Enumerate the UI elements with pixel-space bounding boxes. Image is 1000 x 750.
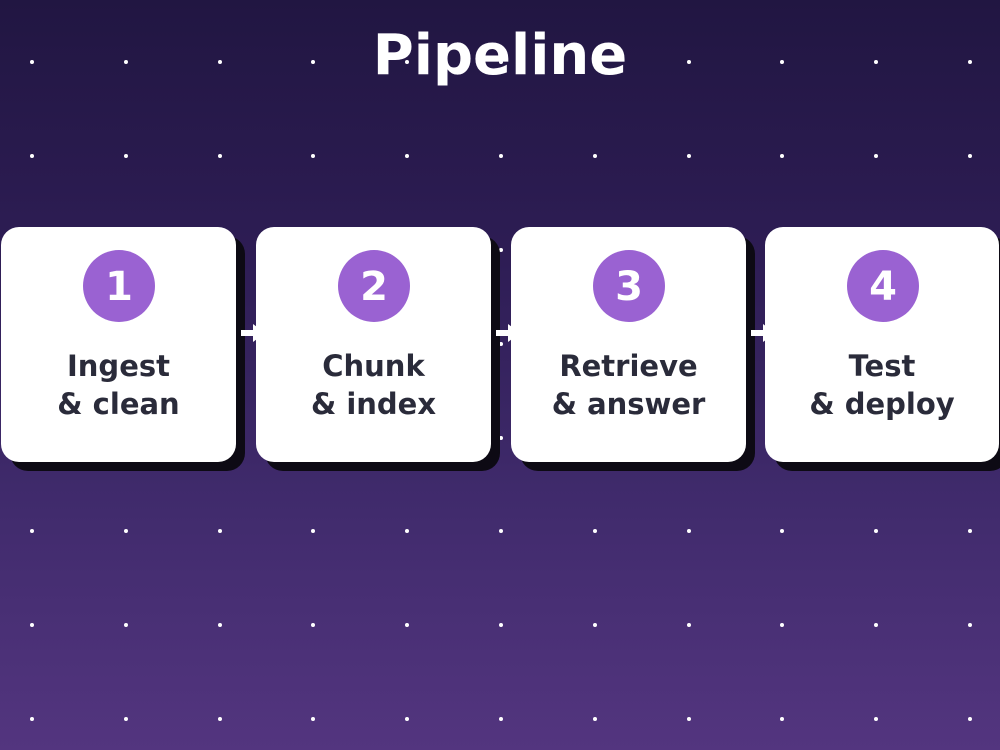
background-dot — [218, 154, 222, 158]
step-label-line1: Chunk — [322, 349, 425, 383]
background-dot — [593, 623, 597, 627]
background-dot — [405, 154, 409, 158]
background-dot — [687, 717, 691, 721]
step-label: Ingest & clean — [1, 347, 236, 423]
background-dot — [593, 154, 597, 158]
page-title: Pipeline — [372, 23, 628, 88]
background-dot — [124, 154, 128, 158]
step-label-line2: & index — [310, 387, 437, 421]
background-dot — [968, 717, 972, 721]
step-card-1: 1 Ingest & clean — [1, 227, 236, 462]
step-number-badge: 3 — [593, 250, 665, 322]
background-dot — [874, 529, 878, 533]
background-dot — [968, 529, 972, 533]
background-dot — [30, 529, 34, 533]
background-dot — [780, 529, 784, 533]
background-dot — [968, 154, 972, 158]
background-dot — [311, 717, 315, 721]
step-card-3: 3 Retrieve & answer — [511, 227, 746, 462]
background-dot — [499, 529, 503, 533]
step-number-badge: 1 — [83, 250, 155, 322]
step-label-line1: Ingest — [67, 349, 170, 383]
step-number-badge: 4 — [847, 250, 919, 322]
background-dot — [124, 717, 128, 721]
background-dot — [311, 623, 315, 627]
step-label: Chunk & index — [256, 347, 491, 423]
step-card-4: 4 Test & deploy — [765, 227, 999, 462]
background-dot — [311, 529, 315, 533]
background-dot — [405, 717, 409, 721]
step-number-badge: 2 — [338, 250, 410, 322]
step-label-line2: & clean — [57, 387, 180, 421]
step-label: Test & deploy — [765, 347, 999, 423]
step-label-line2: & deploy — [809, 387, 955, 421]
background-dot — [124, 529, 128, 533]
step-label: Retrieve & answer — [511, 347, 746, 423]
step-card-2: 2 Chunk & index — [256, 227, 491, 462]
background-dot — [30, 717, 34, 721]
background-dot — [593, 717, 597, 721]
background-dot — [218, 717, 222, 721]
background-dot — [593, 529, 597, 533]
background-dot — [311, 154, 315, 158]
background-dot — [780, 154, 784, 158]
background-dot — [687, 529, 691, 533]
background-dot — [499, 623, 503, 627]
background-dot — [874, 717, 878, 721]
background-dot — [780, 623, 784, 627]
background-dot — [499, 717, 503, 721]
background-dot — [874, 623, 878, 627]
background-dot — [687, 154, 691, 158]
background-dot — [405, 529, 409, 533]
background-dot — [968, 623, 972, 627]
background-dot — [780, 717, 784, 721]
background-dot — [124, 623, 128, 627]
background-dot — [405, 623, 409, 627]
background-dot — [874, 154, 878, 158]
background-dot — [30, 623, 34, 627]
step-label-line1: Retrieve — [559, 349, 698, 383]
step-label-line1: Test — [848, 349, 916, 383]
background-dot — [30, 154, 34, 158]
background-dot — [218, 623, 222, 627]
background-dot — [499, 154, 503, 158]
background-dot — [687, 623, 691, 627]
step-label-line2: & answer — [551, 387, 706, 421]
background-dot — [218, 529, 222, 533]
pipeline-steps: 1 Ingest & clean 2 Chunk & index 3 Retri… — [0, 227, 1000, 471]
